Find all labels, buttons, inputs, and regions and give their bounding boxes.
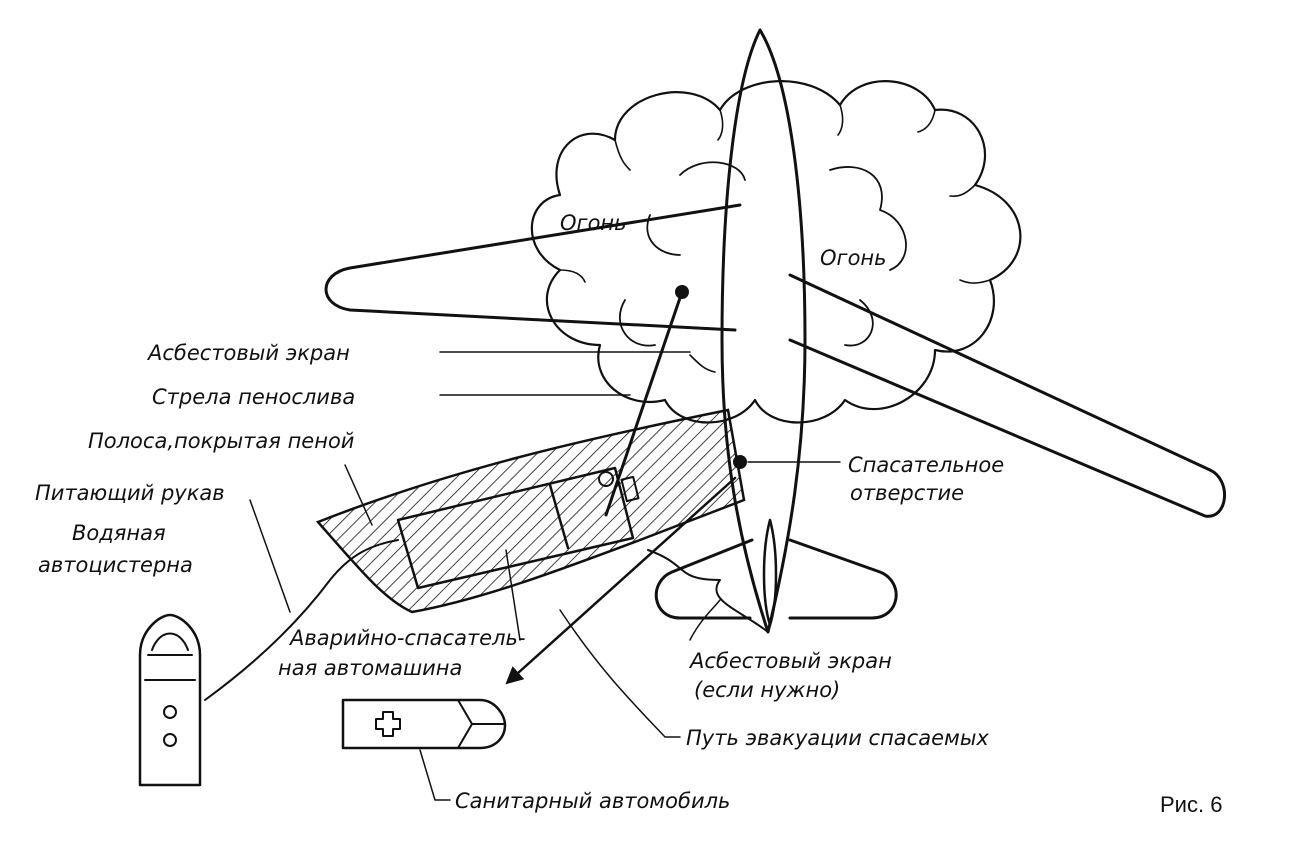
water-tanker-label-line1: Водяная — [72, 521, 166, 545]
rescue-opening-label-line1: Спасательное — [848, 453, 1004, 477]
evacuation-path-label: Путь эвакуации спасаемых — [686, 726, 989, 750]
rescue-truck-icon — [396, 466, 640, 590]
water-tanker-label-line2: автоцистерна — [38, 553, 193, 577]
ambulance-icon — [341, 698, 507, 750]
asbestos-screen-icon — [647, 354, 769, 633]
aircraft-icon — [654, 28, 898, 634]
red-cross-icon — [375, 711, 401, 737]
foam-strip — [315, 408, 746, 614]
asbestos-screen-optional-label-line2: (если нужно) — [694, 678, 840, 702]
feed-hose-label: Питающий рукав — [35, 481, 225, 505]
evacuation-arrow-icon — [505, 476, 737, 685]
rescue-vehicle-label-line1: Аварийно-спасатель- — [288, 626, 525, 650]
fire-label-right: Огонь — [820, 246, 887, 270]
asbestos-screen-optional-label-line1: Асбестовый экран — [688, 649, 892, 673]
aircraft-left-wing — [324, 203, 742, 332]
foam-boom-icon — [604, 285, 689, 517]
foam-strip-label: Полоса,покрытая пеной — [88, 429, 354, 453]
foam-boom-label: Стрела пенослива — [152, 385, 355, 409]
rescue-opening-label-line2: отверстие — [850, 481, 964, 505]
leader-lines — [249, 351, 841, 801]
fire-cloud-icon — [530, 80, 1022, 424]
fire-label-left: Огонь — [560, 211, 627, 235]
rescue-vehicle-label-line2: ная автомашина — [278, 656, 462, 680]
figure-caption: Рис. 6 — [1160, 792, 1222, 817]
aircraft-right-wing — [788, 273, 1226, 518]
water-tanker-icon — [138, 613, 202, 787]
feed-hose-icon — [204, 539, 399, 701]
ambulance-label: Санитарный автомобиль — [455, 789, 730, 813]
asbestos-screen-label: Асбестовый экран — [146, 341, 350, 365]
